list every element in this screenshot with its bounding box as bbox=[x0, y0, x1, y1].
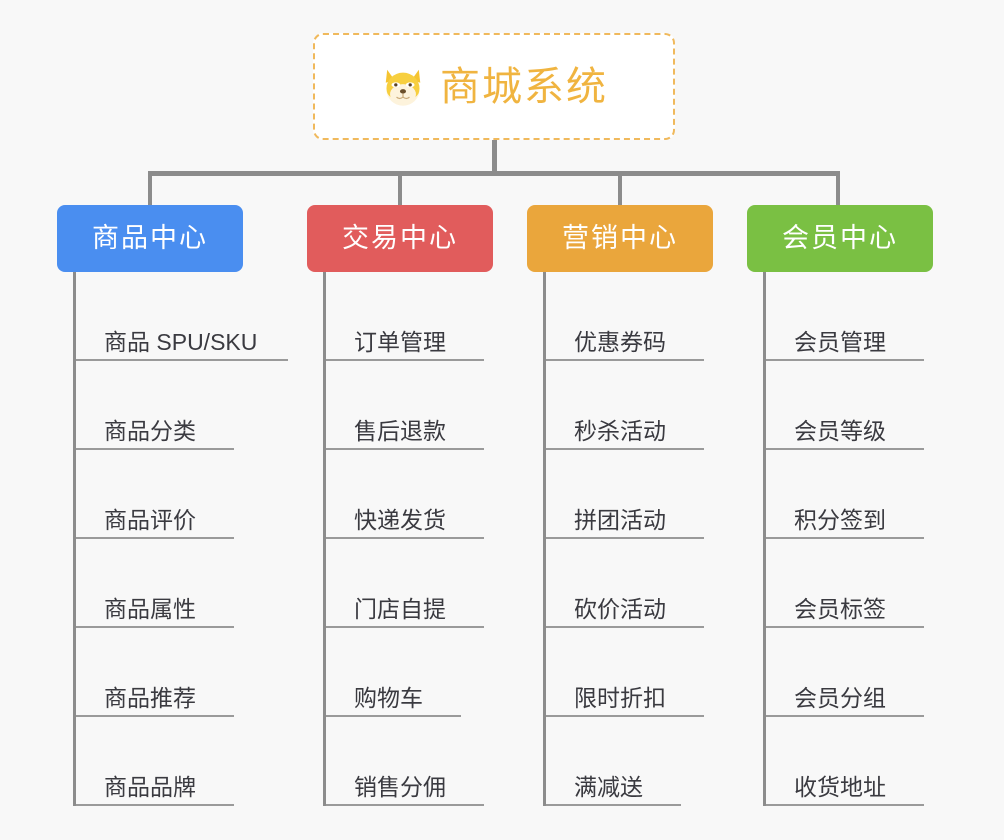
leaf-item[interactable]: 会员标签 bbox=[766, 539, 924, 628]
leaf-label: 会员标签 bbox=[794, 596, 886, 623]
category-label-4: 会员中心 bbox=[782, 223, 898, 253]
leaf-label: 拼团活动 bbox=[574, 507, 666, 534]
leaf-item[interactable]: 砍价活动 bbox=[546, 539, 704, 628]
category-box-4[interactable]: 会员中心 bbox=[747, 205, 933, 272]
leaf-label: 快递发货 bbox=[354, 507, 446, 534]
leaf-label: 砍价活动 bbox=[574, 596, 666, 623]
connector-bus bbox=[148, 171, 840, 176]
leaf-item[interactable]: 限时折扣 bbox=[546, 628, 704, 717]
leaf-item[interactable]: 拼团活动 bbox=[546, 450, 704, 539]
leaf-label: 会员分组 bbox=[794, 685, 886, 712]
leaf-item[interactable]: 商品品牌 bbox=[76, 717, 234, 806]
root-node[interactable]: 商城系统 bbox=[313, 33, 675, 140]
leaf-label: 订单管理 bbox=[354, 329, 446, 356]
category-box-1[interactable]: 商品中心 bbox=[57, 205, 243, 272]
leaf-item[interactable]: 商品分类 bbox=[76, 361, 234, 450]
leaf-label: 优惠券码 bbox=[574, 329, 666, 356]
leaf-item[interactable]: 商品 SPU/SKU bbox=[76, 272, 288, 361]
leaf-label: 收货地址 bbox=[794, 774, 886, 801]
connector-drop-4 bbox=[836, 171, 840, 207]
category-box-3[interactable]: 营销中心 bbox=[527, 205, 713, 272]
leaf-label: 满减送 bbox=[574, 774, 643, 801]
leaf-label: 商品品牌 bbox=[104, 774, 196, 801]
leaf-label: 售后退款 bbox=[354, 418, 446, 445]
connector-drop-2 bbox=[398, 171, 402, 207]
leaf-item[interactable]: 优惠券码 bbox=[546, 272, 704, 361]
leaf-label: 商品 SPU/SKU bbox=[104, 329, 258, 356]
category-label-1: 商品中心 bbox=[92, 223, 208, 253]
leaf-item[interactable]: 积分签到 bbox=[766, 450, 924, 539]
leaf-label: 会员管理 bbox=[794, 329, 886, 356]
leaf-spine-1 bbox=[73, 272, 76, 806]
category-box-2[interactable]: 交易中心 bbox=[307, 205, 493, 272]
category-label-3: 营销中心 bbox=[562, 223, 678, 253]
leaf-item[interactable]: 快递发货 bbox=[326, 450, 484, 539]
leaf-label: 商品分类 bbox=[104, 418, 196, 445]
leaf-item[interactable]: 商品评价 bbox=[76, 450, 234, 539]
leaf-spine-3 bbox=[543, 272, 546, 806]
connector-trunk bbox=[492, 140, 497, 174]
leaf-label: 限时折扣 bbox=[574, 685, 666, 712]
leaf-spine-4 bbox=[763, 272, 766, 806]
leaf-item[interactable]: 订单管理 bbox=[326, 272, 484, 361]
leaf-label: 商品属性 bbox=[104, 596, 196, 623]
leaf-label: 购物车 bbox=[354, 685, 423, 712]
leaf-label: 会员等级 bbox=[794, 418, 886, 445]
leaf-item[interactable]: 会员管理 bbox=[766, 272, 924, 361]
leaf-label: 门店自提 bbox=[354, 596, 446, 623]
leaf-label: 商品评价 bbox=[104, 507, 196, 534]
connector-drop-3 bbox=[618, 171, 622, 207]
leaf-label: 秒杀活动 bbox=[574, 418, 666, 445]
root-title: 商城系统 bbox=[440, 64, 608, 109]
leaf-label: 积分签到 bbox=[794, 507, 886, 534]
leaf-item[interactable]: 收货地址 bbox=[766, 717, 924, 806]
leaf-item[interactable]: 秒杀活动 bbox=[546, 361, 704, 450]
leaf-label: 销售分佣 bbox=[354, 774, 446, 801]
leaf-item[interactable]: 销售分佣 bbox=[326, 717, 484, 806]
leaf-item[interactable]: 会员分组 bbox=[766, 628, 924, 717]
leaf-spine-2 bbox=[323, 272, 326, 806]
leaf-item[interactable]: 商品推荐 bbox=[76, 628, 234, 717]
leaf-item[interactable]: 售后退款 bbox=[326, 361, 484, 450]
leaf-item[interactable]: 购物车 bbox=[326, 628, 461, 717]
leaf-item[interactable]: 满减送 bbox=[546, 717, 681, 806]
dog-face-icon bbox=[385, 69, 421, 106]
leaf-item[interactable]: 会员等级 bbox=[766, 361, 924, 450]
category-label-2: 交易中心 bbox=[342, 223, 458, 253]
leaf-item[interactable]: 门店自提 bbox=[326, 539, 484, 628]
connector-drop-1 bbox=[148, 171, 152, 207]
leaf-label: 商品推荐 bbox=[104, 685, 196, 712]
leaf-item[interactable]: 商品属性 bbox=[76, 539, 234, 628]
